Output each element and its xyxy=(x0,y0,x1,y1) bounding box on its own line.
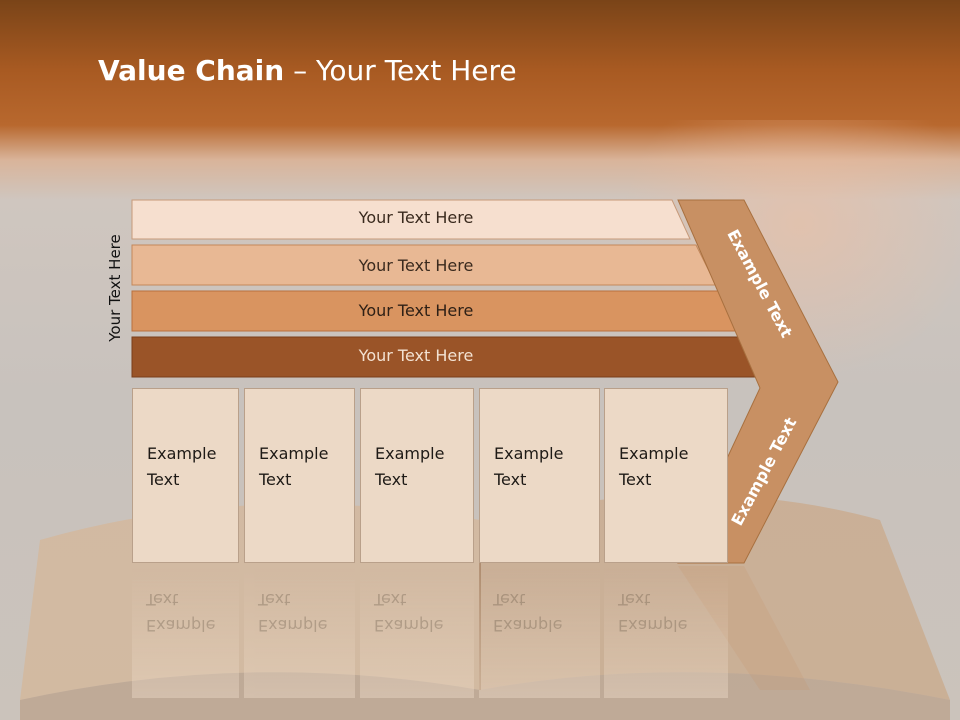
margin-arrow xyxy=(677,199,839,564)
support-band-1 xyxy=(131,199,691,240)
support-band-4-label: Your Text Here xyxy=(358,346,474,365)
page-title: Value Chain – Your Text Here xyxy=(98,54,517,87)
support-band-3-label: Your Text Here xyxy=(358,301,474,320)
support-band-2-label: Your Text Here xyxy=(358,256,474,275)
support-band-1-label: Your Text Here xyxy=(358,208,474,227)
margin-arrow-reflection xyxy=(678,566,810,690)
